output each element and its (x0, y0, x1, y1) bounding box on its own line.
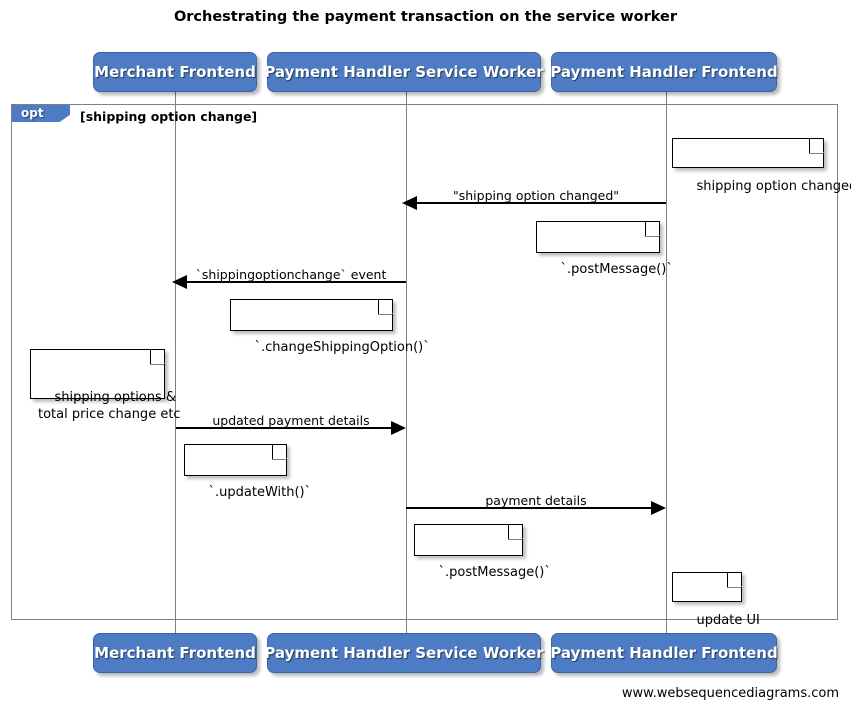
note-fold-icon (377, 298, 394, 315)
page-title: Orchestrating the payment transaction on… (173, 9, 678, 25)
arrowhead-right-updated-payment-details (391, 421, 406, 435)
note-fold-icon (644, 220, 661, 237)
message-label-shipping-option-changed: "shipping option changed" (452, 188, 619, 203)
note-text: update UI (696, 613, 760, 628)
note-text: `.postMessage()` (560, 262, 673, 277)
note-shipping-option-changed: shipping option changed (672, 137, 851, 194)
opt-fragment-frame (11, 104, 838, 620)
message-line-shipping-option-changed (412, 202, 666, 204)
participant-payment-handler-service-worker-bottom[interactable]: Payment Handler Service Worker (264, 633, 544, 673)
note-change-shipping-option: `.changeShippingOption()` (230, 298, 430, 355)
message-line-shippingoptionchange-event (182, 281, 406, 283)
message-line-payment-details (406, 507, 661, 509)
note-fold-icon (149, 348, 166, 365)
arrowhead-right-payment-details (651, 501, 666, 515)
message-label-shippingoptionchange-event: `shippingoptionchange` event (195, 267, 387, 282)
participant-label: Payment Handler Frontend (550, 63, 778, 81)
participant-label: Merchant Frontend (94, 644, 256, 662)
arrowhead-left-shippingoptionchange-event (172, 275, 187, 289)
lifeline-merchant-frontend (175, 92, 176, 633)
note-text: shipping option changed (696, 179, 851, 194)
participant-label: Payment Handler Frontend (550, 644, 778, 662)
participant-payment-handler-service-worker-top[interactable]: Payment Handler Service Worker (264, 52, 544, 92)
note-update-ui: update UI (672, 571, 760, 628)
lifeline-payment-handler-frontend (666, 92, 667, 633)
note-text: `.postMessage()` (438, 565, 551, 580)
opt-fragment-condition: [shipping option change] (80, 109, 258, 124)
note-text: shipping options & total price change et… (38, 390, 181, 422)
note-fold-icon (808, 137, 825, 154)
note-text: `.changeShippingOption()` (254, 340, 430, 355)
message-line-updated-payment-details (176, 427, 401, 429)
note-post-message-1: `.postMessage()` (536, 220, 673, 277)
lifeline-payment-handler-service-worker (406, 92, 407, 633)
participant-payment-handler-frontend-top[interactable]: Payment Handler Frontend (550, 52, 778, 92)
note-fold-icon (726, 571, 743, 588)
participant-label: Payment Handler Service Worker (264, 63, 544, 81)
note-text: `.updateWith()` (208, 485, 312, 500)
participant-merchant-frontend-bottom[interactable]: Merchant Frontend (93, 633, 257, 673)
participant-label: Payment Handler Service Worker (264, 644, 544, 662)
message-label-payment-details: payment details (485, 493, 587, 508)
note-shipping-options-total-price: shipping options & total price change et… (30, 348, 181, 422)
participant-label: Merchant Frontend (94, 63, 256, 81)
note-update-with: `.updateWith()` (184, 443, 311, 500)
note-fold-icon (507, 523, 524, 540)
participant-merchant-frontend-top[interactable]: Merchant Frontend (93, 52, 257, 92)
participant-payment-handler-frontend-bottom[interactable]: Payment Handler Frontend (550, 633, 778, 673)
footer-watermark: www.websequencediagrams.com (621, 686, 839, 701)
opt-fragment-tag-label: opt (21, 106, 44, 120)
note-fold-icon (271, 443, 288, 460)
opt-fragment-tag: opt (12, 105, 70, 122)
arrowhead-left-shipping-option-changed (402, 196, 417, 210)
message-label-updated-payment-details: updated payment details (212, 413, 370, 428)
note-post-message-2: `.postMessage()` (414, 523, 551, 580)
